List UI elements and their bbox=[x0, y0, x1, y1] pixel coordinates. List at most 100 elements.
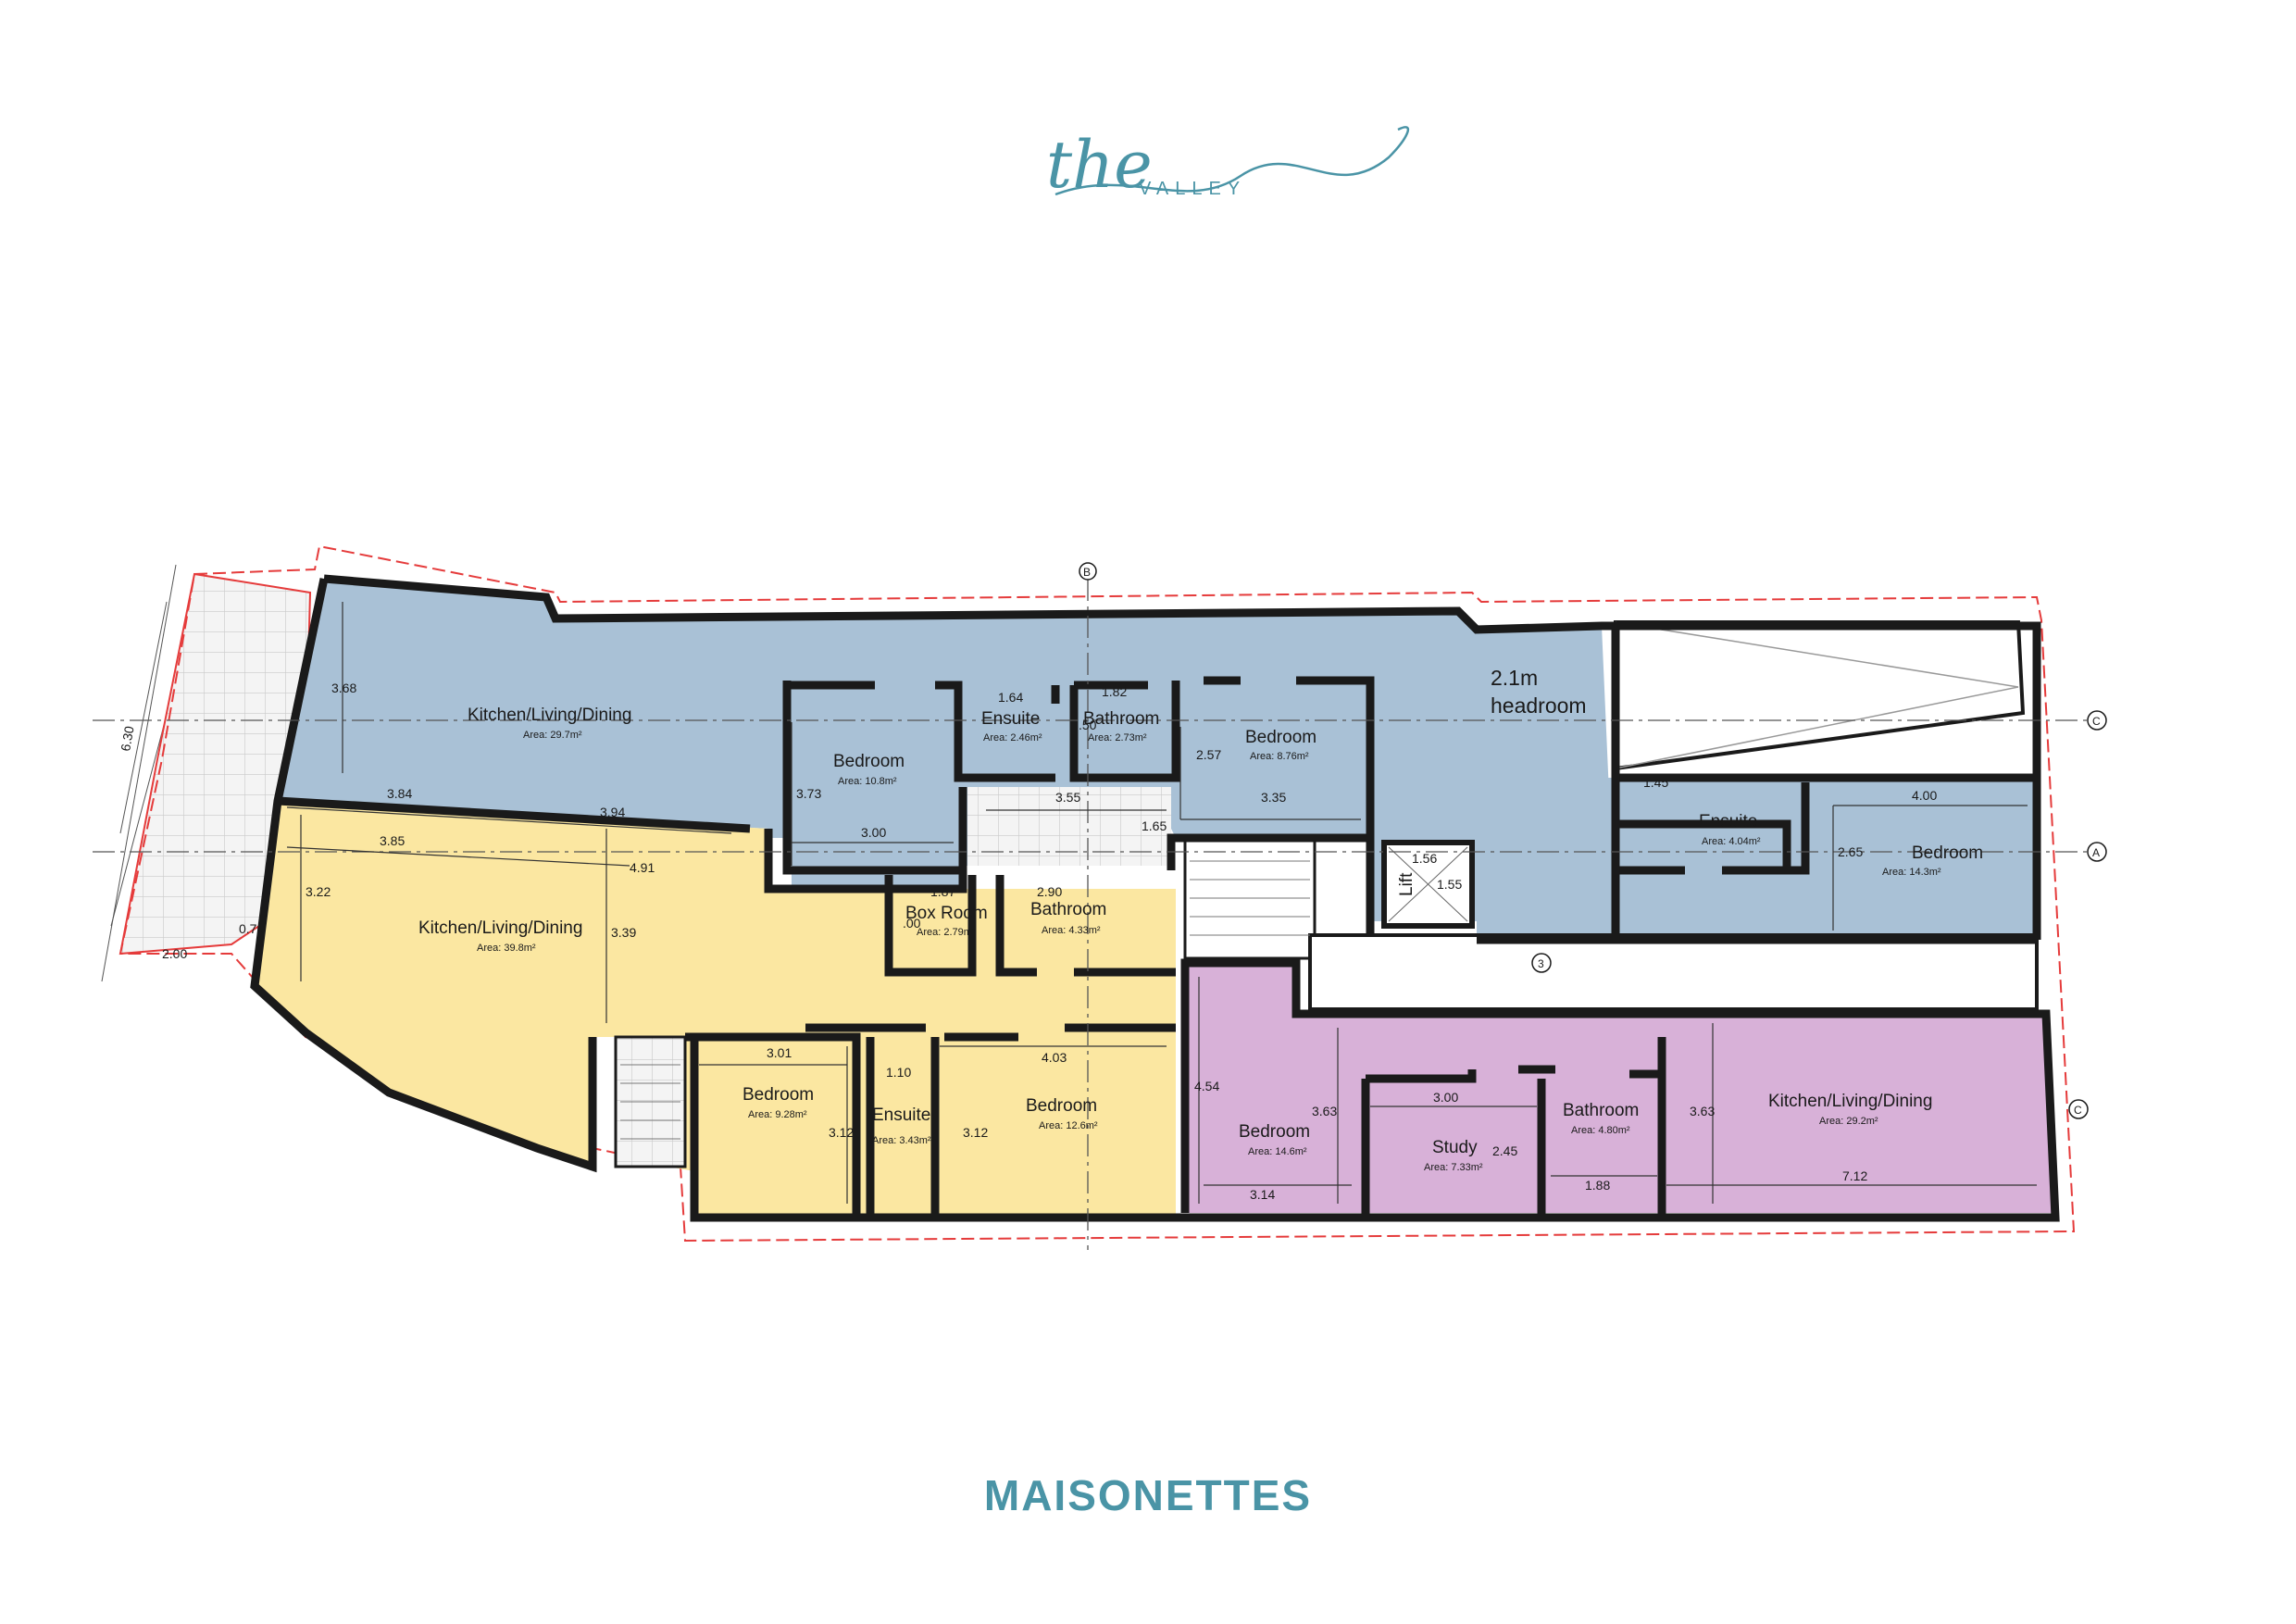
dim-label: 4.54 bbox=[1194, 1079, 1219, 1093]
blue-unit bbox=[278, 579, 1616, 940]
dim-label: 3.55 bbox=[1055, 790, 1080, 805]
dim-label: 3.68 bbox=[331, 681, 356, 695]
blue-kitchen-area: Area: 29.7m² bbox=[523, 730, 582, 741]
blue-unit-right bbox=[1602, 778, 2037, 940]
dim-label: 6.30 bbox=[118, 725, 137, 753]
yellow-bedroom-2-label: Bedroom bbox=[1026, 1096, 1097, 1116]
grid-tag-right-a-label: A bbox=[2092, 846, 2100, 859]
purple-bathroom-label: Bathroom bbox=[1563, 1101, 1639, 1120]
site-boundary bbox=[119, 544, 2076, 1243]
yellow-bathroom-label: Bathroom bbox=[1030, 900, 1106, 919]
dim-label: 3.85 bbox=[380, 833, 405, 848]
headroom-label-line1: 2.1m bbox=[1491, 666, 1538, 690]
yellow-boxroom-area: Area: 2.79m² bbox=[917, 927, 976, 938]
dim-label: 2.65 bbox=[1838, 844, 1863, 859]
corridor bbox=[1308, 933, 2039, 1011]
blue-bedroom-1-label: Bedroom bbox=[833, 752, 905, 771]
dim-label: 2.00 bbox=[162, 946, 187, 961]
dim-label: 3.14 bbox=[1250, 1187, 1275, 1202]
dim-label: 2.45 bbox=[1492, 1143, 1517, 1158]
grid-tag-right-c2 bbox=[2068, 1099, 2089, 1119]
blue-bathroom-area: Area: 2.73m² bbox=[1088, 732, 1147, 743]
grid-tags: B C A C 3 bbox=[1079, 562, 2107, 1119]
dim-label: 0.76 bbox=[239, 921, 264, 936]
dim-label: 2.57 bbox=[1196, 747, 1221, 762]
purple-kitchen-label: Kitchen/Living/Dining bbox=[1768, 1092, 1932, 1111]
grid-tag-mid bbox=[1531, 953, 1552, 973]
roof-terrace-hatch bbox=[1615, 621, 2019, 688]
dim-label: 3.39 bbox=[611, 925, 636, 940]
yellow-bathroom-area: Area: 4.33m² bbox=[1042, 925, 1101, 936]
dim-label: 3.12 bbox=[829, 1125, 854, 1140]
purple-study-area: Area: 7.33m² bbox=[1424, 1162, 1483, 1173]
blue-kitchen-label: Kitchen/Living/Dining bbox=[468, 706, 631, 725]
dim-label: 3.12 bbox=[963, 1125, 988, 1140]
dim-label: 1.88 bbox=[1585, 1178, 1610, 1193]
yellow-kitchen-label: Kitchen/Living/Dining bbox=[418, 918, 582, 938]
dim-label: 4.00 bbox=[1912, 788, 1937, 803]
dim-label: 3.01 bbox=[767, 1045, 792, 1060]
purple-study-label: Study bbox=[1432, 1138, 1478, 1157]
dim-label: 1.10 bbox=[886, 1065, 911, 1080]
dimension-lines bbox=[286, 602, 2037, 1204]
dim-label: 3.22 bbox=[306, 884, 331, 899]
grid-tag-right-c1-label: C bbox=[2092, 715, 2101, 728]
dim-label: 4.03 bbox=[1042, 1050, 1067, 1065]
dim-label: 3.63 bbox=[1690, 1104, 1715, 1118]
stairs-lower bbox=[620, 1064, 680, 1140]
lobby-tiles bbox=[967, 787, 1171, 866]
dim-label: 3.73 bbox=[796, 786, 821, 801]
blue-bedroom-3-label: Bedroom bbox=[1912, 843, 1983, 863]
logo-word: VALLEY bbox=[1139, 179, 1246, 199]
purple-bathroom-area: Area: 4.80m² bbox=[1571, 1125, 1630, 1136]
dim-label: 1.82 bbox=[1102, 684, 1127, 699]
grid-tag-right-c2-label: C bbox=[2074, 1104, 2082, 1117]
stairs-upper bbox=[1190, 860, 1310, 936]
yellow-ensuite-label: Ensuite bbox=[872, 1106, 930, 1125]
grid-tag-right-a bbox=[2087, 842, 2107, 862]
blue-bedroom-2-label: Bedroom bbox=[1245, 728, 1316, 747]
yellow-unit bbox=[255, 801, 1176, 1218]
dim-label: 4.91 bbox=[630, 860, 655, 875]
terrace bbox=[119, 572, 312, 956]
dim-label: 3.94 bbox=[600, 805, 625, 819]
roof-terrace bbox=[1614, 620, 2026, 771]
the-valley-logo: the VALLEY bbox=[1046, 126, 1409, 203]
logo-script: the bbox=[1046, 127, 1153, 203]
yellow-bedroom-1-area: Area: 9.28m² bbox=[748, 1109, 807, 1120]
yellow-boxroom-label: Box Room bbox=[905, 904, 988, 923]
blue-ensuite-1-area: Area: 2.46m² bbox=[983, 732, 1042, 743]
dim-label: 1.64 bbox=[998, 690, 1023, 705]
dim-label: 3.84 bbox=[387, 786, 412, 801]
yellow-bedroom-2-area: Area: 12.6m² bbox=[1039, 1120, 1098, 1131]
purple-bedroom-area: Area: 14.6m² bbox=[1248, 1146, 1307, 1157]
blue-ensuite-2-label: Ensuite bbox=[1699, 812, 1757, 831]
lift-label: Lift bbox=[1397, 872, 1416, 896]
dim-label: 3.00 bbox=[1433, 1090, 1458, 1105]
grid-tag-top bbox=[1079, 562, 1097, 581]
dim-label: 3.63 bbox=[1312, 1104, 1337, 1118]
roof-terrace-hatch bbox=[1615, 686, 2019, 769]
dim-label: 1.45 bbox=[1643, 775, 1668, 790]
dim-label: 3.00 bbox=[861, 825, 886, 840]
yellow-ensuite-area: Area: 3.43m² bbox=[872, 1135, 931, 1146]
purple-unit bbox=[1185, 963, 2055, 1213]
blue-bedroom-1-area: Area: 10.8m² bbox=[838, 776, 897, 787]
purple-bedroom-label: Bedroom bbox=[1239, 1122, 1310, 1142]
dim-label: 1.55 bbox=[1437, 877, 1462, 892]
dim-label: 2.90 bbox=[1037, 884, 1062, 899]
grid-lines bbox=[93, 579, 2092, 1250]
walls bbox=[250, 574, 2060, 1222]
dim-label: 1.56 bbox=[1412, 851, 1437, 866]
dim-label: .00 bbox=[903, 916, 921, 931]
blue-ensuite-1-label: Ensuite bbox=[981, 709, 1040, 729]
lift-cross bbox=[1388, 846, 1468, 922]
dim-label: 3.35 bbox=[1261, 790, 1286, 805]
plan-caption: MAISONETTES bbox=[983, 1471, 1313, 1519]
grid-tag-top-label: B bbox=[1083, 566, 1091, 579]
dim-label: 1.65 bbox=[1142, 818, 1167, 833]
purple-kitchen-area: Area: 29.2m² bbox=[1819, 1116, 1878, 1127]
dim-label: .50 bbox=[1079, 718, 1097, 732]
blue-bedroom-3-area: Area: 14.3m² bbox=[1882, 867, 1941, 878]
